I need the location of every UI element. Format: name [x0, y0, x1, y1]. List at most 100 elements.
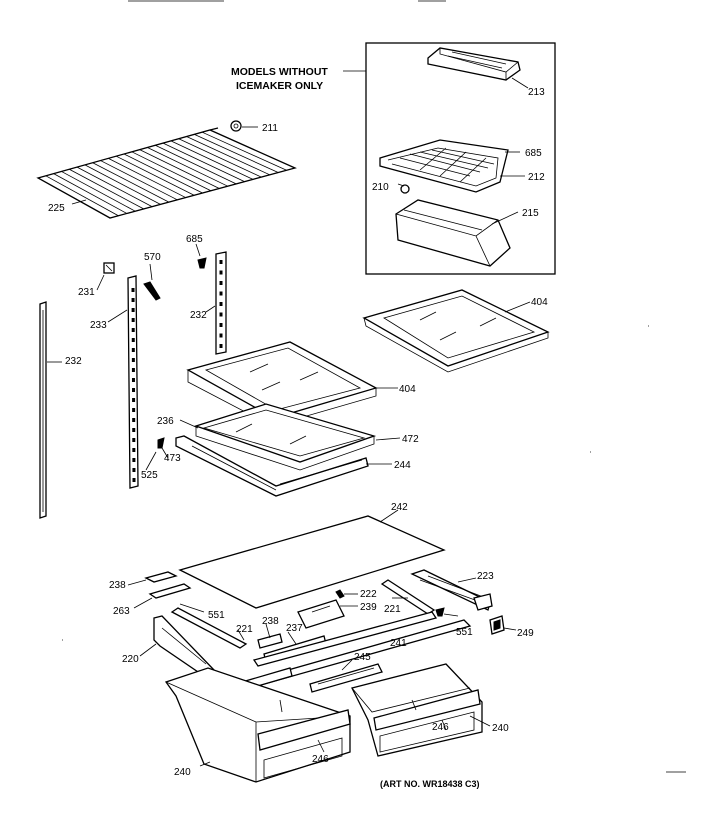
wire-rod [84, 164, 161, 205]
label-240-right: 240 [492, 723, 509, 734]
label-232-mid: 232 [190, 310, 207, 321]
glass-shelf-404-upper [362, 289, 550, 373]
screw-473 [157, 437, 165, 449]
label-551-right: 551 [456, 627, 473, 638]
rail-slot [131, 348, 135, 352]
label-685: 685 [186, 234, 203, 245]
label-239: 239 [360, 602, 377, 613]
label-551-left: 551 [208, 610, 225, 621]
wire-rod [147, 147, 228, 187]
label-472: 472 [402, 434, 419, 445]
rail-slot [131, 358, 135, 362]
rail-slot [132, 438, 136, 442]
label-241: 241 [390, 638, 407, 649]
rail-slot [219, 270, 223, 275]
rail-slot [131, 318, 135, 322]
wire-rod [194, 133, 279, 173]
crisper-drawer-240-left [164, 667, 351, 783]
rail-slot [219, 281, 223, 285]
label-244: 244 [394, 460, 411, 471]
rail-221-right [380, 579, 436, 615]
rail-slot [131, 298, 135, 302]
screw-685-left [197, 257, 207, 269]
label-236: 236 [157, 416, 174, 427]
wire-rod [76, 166, 153, 207]
wire-rod [61, 171, 136, 212]
wire-rod [53, 173, 128, 214]
rail-232-mid [215, 251, 227, 355]
rail-slot [219, 323, 223, 327]
label-238-left: 238 [109, 580, 126, 591]
inset-box [365, 42, 556, 275]
label-242: 242 [391, 502, 408, 513]
label-246-left: 246 [312, 754, 329, 765]
bracket-239 [297, 599, 345, 629]
channel-263 [148, 583, 192, 599]
wire-rod [69, 168, 144, 210]
label-404-lower: 404 [399, 384, 416, 395]
crisper-drawer-240-right [351, 663, 483, 757]
wire-rod [116, 155, 195, 196]
label-245: 245 [354, 652, 371, 663]
label-210: 210 [372, 182, 389, 193]
part-249 [489, 615, 505, 635]
rail-slot [219, 312, 223, 317]
label-222: 222 [360, 589, 377, 600]
label-213: 213 [528, 87, 545, 98]
long-rail-232-left [39, 301, 47, 519]
label-249: 249 [517, 628, 534, 639]
rail-slot [219, 291, 223, 296]
wire-rod [108, 158, 186, 198]
label-232-left: 232 [65, 356, 82, 367]
clip-231 [103, 262, 115, 274]
rail-slot [131, 378, 135, 382]
label-223: 223 [477, 571, 494, 582]
rail-slot [219, 344, 223, 348]
screw-211 [230, 120, 242, 132]
label-473: 473 [164, 453, 181, 464]
support-238-center [257, 633, 283, 649]
rail-slot [219, 333, 223, 338]
wire-rod [92, 162, 170, 203]
clip-210 [397, 183, 410, 194]
rail-slot [131, 288, 135, 292]
art-number: (ART NO. WR18438 C3) [380, 779, 480, 789]
screw-570 [143, 281, 161, 301]
wire-rod [45, 175, 119, 217]
label-404-upper: 404 [531, 297, 548, 308]
rail-slot [132, 468, 136, 472]
part-222 [335, 589, 345, 599]
rail-slot [131, 368, 135, 372]
rail-slot [132, 388, 136, 392]
rail-slot [132, 478, 136, 482]
crisper-cover-242 [178, 515, 446, 609]
shelf-frame-244 [175, 435, 369, 497]
label-237: 237 [286, 623, 303, 634]
label-221-right: 221 [384, 604, 401, 615]
label-225: 225 [48, 203, 65, 214]
rail-slot [132, 448, 136, 452]
ice-tray-213 [427, 47, 521, 81]
label-685-inset: 685 [525, 148, 542, 159]
stray-marks [62, 325, 686, 773]
rail-221-left [170, 607, 248, 649]
wire-rod [202, 131, 287, 171]
rail-slot [132, 398, 136, 402]
wire-rod [155, 144, 237, 185]
wire-rod [100, 160, 178, 201]
rail-assembly-223 [410, 569, 493, 611]
rail-slot [132, 458, 136, 462]
label-220: 220 [122, 654, 139, 665]
rail-slot [132, 418, 136, 422]
wire-rod [186, 136, 270, 176]
ice-rack-212 [379, 139, 509, 193]
wire-rod [139, 149, 220, 189]
wire-rod [131, 151, 212, 192]
rail-slot [219, 260, 223, 264]
screw-551-right [435, 607, 445, 617]
wire-rod [178, 138, 262, 178]
label-211: 211 [262, 123, 278, 134]
label-221-left: 221 [236, 624, 253, 635]
